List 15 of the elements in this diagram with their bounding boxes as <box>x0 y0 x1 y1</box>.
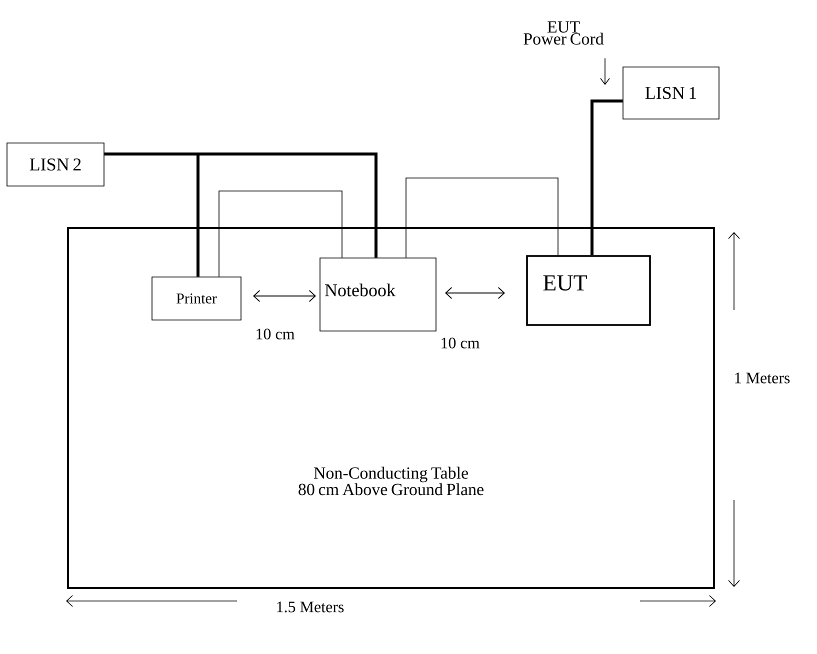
dimension-label: 1 Meters <box>732 372 792 384</box>
dimension-label: 1.5 Meters <box>274 600 346 614</box>
dimension-label: 10 cm <box>439 336 481 350</box>
lisn-box: LISN 2 <box>6 142 104 186</box>
cable-line <box>590 100 623 256</box>
eut-box: EUT <box>526 255 651 326</box>
cable-line <box>406 178 558 258</box>
notebook-box: Notebook <box>320 258 436 332</box>
cable-line <box>104 152 378 258</box>
cable-line <box>218 190 342 277</box>
dimension-label: 10 cm <box>254 328 296 340</box>
leader-arrow <box>600 58 610 85</box>
lisn-box: LISN 1 <box>622 66 720 120</box>
printer-box: Printer <box>152 276 242 320</box>
annotation-text: EUT Power Cord <box>524 21 604 45</box>
